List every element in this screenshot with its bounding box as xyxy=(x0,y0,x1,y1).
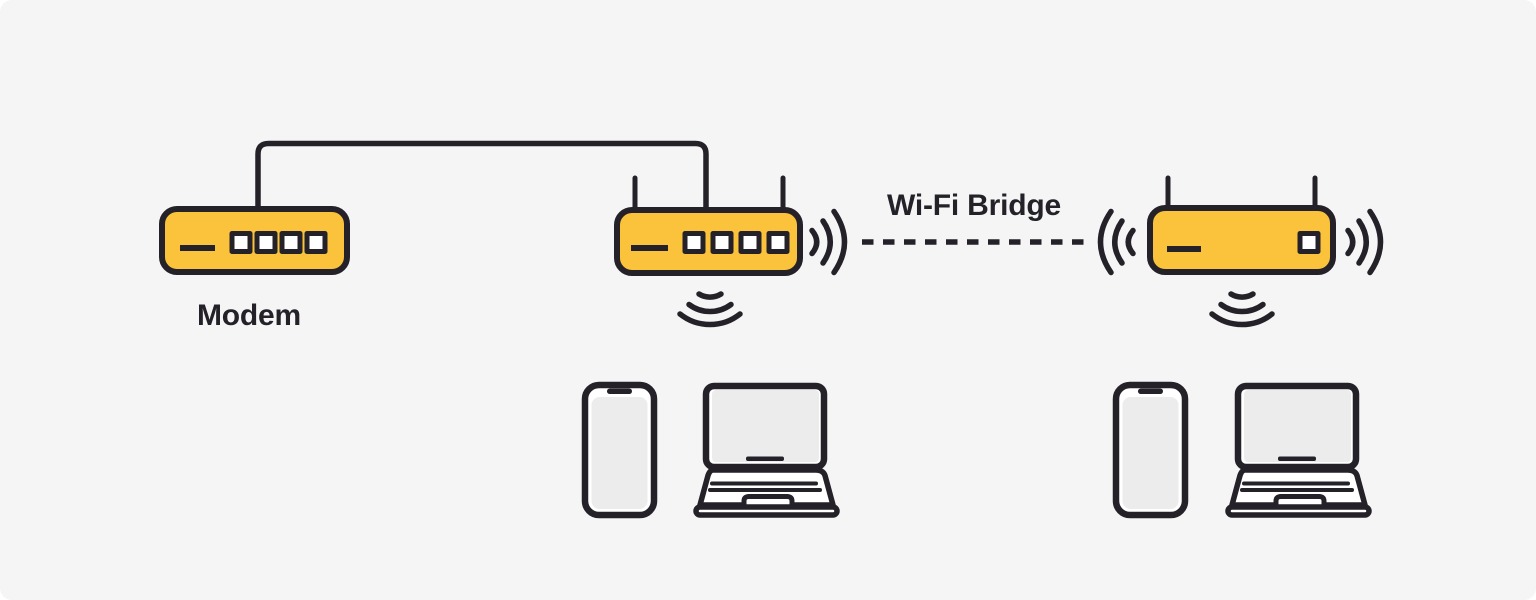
laptop-screen-dash xyxy=(1278,456,1316,461)
laptop-bottom-bar xyxy=(693,504,840,518)
laptop-icon xyxy=(693,382,840,518)
modem-port xyxy=(229,231,253,254)
laptop-bottom-bar xyxy=(1225,504,1372,518)
router-port xyxy=(1297,231,1321,254)
bridge-router-icon xyxy=(1147,175,1336,275)
phone-icon xyxy=(581,381,658,519)
router-port xyxy=(682,231,706,254)
wifi-signal-left-icon xyxy=(1097,208,1136,276)
ethernet-cable xyxy=(255,140,709,211)
modem-icon xyxy=(159,206,350,275)
router-port xyxy=(738,231,762,254)
laptop-screen-dash xyxy=(746,456,784,461)
wifi-bridge-label: Wi-Fi Bridge xyxy=(887,189,1061,222)
modem-port xyxy=(254,231,278,254)
main-router-icon xyxy=(614,175,803,276)
laptop-icon xyxy=(1225,382,1372,518)
phone-notch xyxy=(1138,388,1163,394)
modem-port xyxy=(279,231,303,254)
wifi-signal-right-icon xyxy=(809,208,848,276)
trackpad xyxy=(1273,494,1327,505)
router-port xyxy=(710,231,734,254)
modem-port xyxy=(304,231,328,254)
modem-label: Modem xyxy=(197,299,301,332)
main-router-body xyxy=(614,207,803,276)
wifi-broadcast-down-icon xyxy=(677,291,743,328)
wifi-broadcast-down-icon xyxy=(1209,291,1275,328)
router-port xyxy=(766,231,790,254)
diagram-root: Modem Wi-Fi Bridge xyxy=(159,140,1384,519)
phone-icon xyxy=(1112,381,1189,519)
wifi-signal-right-icon xyxy=(1345,208,1384,276)
phone-notch xyxy=(607,388,632,394)
trackpad xyxy=(741,494,795,505)
bridge-router-body xyxy=(1147,205,1336,275)
